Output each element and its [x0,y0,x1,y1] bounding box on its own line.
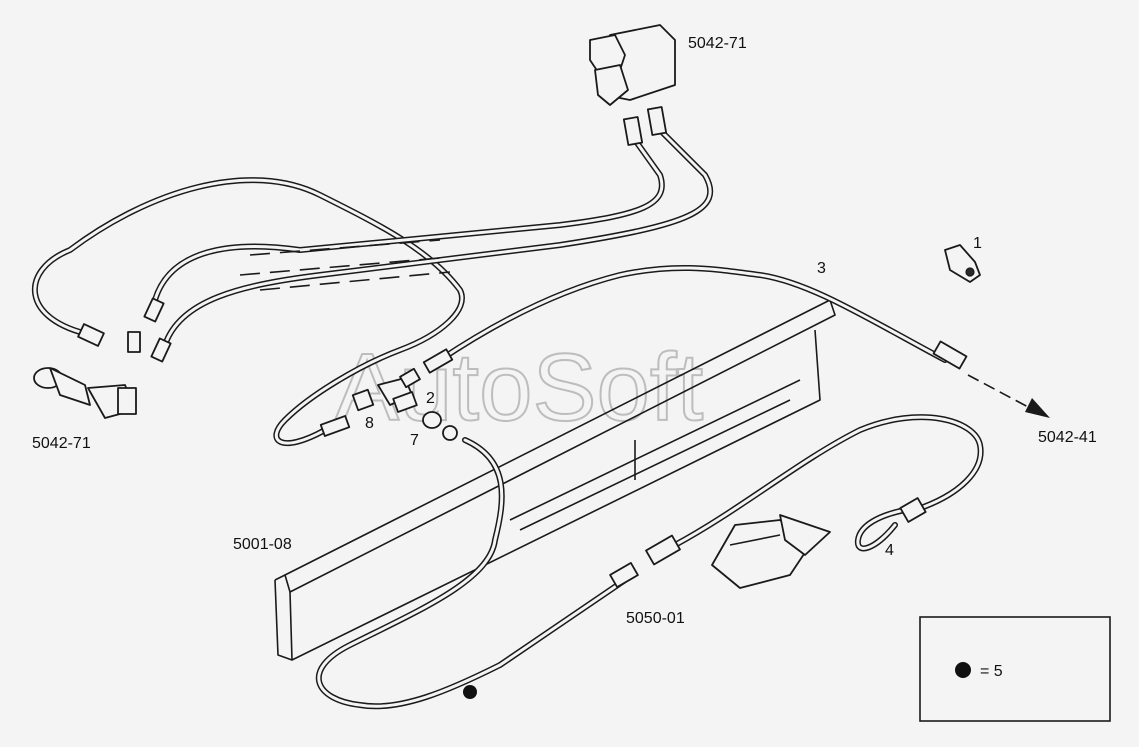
tee-fittings [319,348,458,441]
pipe-lower-loop [315,437,628,710]
frame-rail [274,299,836,661]
left-valve-part [33,297,172,419]
direction-arrow [967,374,1050,418]
label-5001-08: 5001-08 [233,536,292,553]
legend-text: = 5 [980,663,1003,680]
pipe-3 [437,264,948,363]
pipe-pair-to-top-valve [152,127,714,348]
callout-8: 8 [365,415,374,432]
sensor-block-part [711,514,831,589]
callout-7: 7 [410,432,419,449]
grease-point-dot [463,685,477,699]
right-fitting [932,340,968,370]
callout-2: 2 [426,390,435,407]
top-valve-part [589,24,676,146]
callout-3: 3 [817,260,826,277]
hidden-pipe-dashes [239,239,451,291]
lower-fittings [609,497,927,588]
label-5050-01: 5050-01 [626,610,685,627]
legend-box [919,616,1111,722]
legend-dot [955,662,971,678]
pipe-4-loop [672,414,984,552]
callout-1: 1 [973,235,982,252]
legend: = 5 [919,616,1111,722]
clamp-part-1 [944,244,981,283]
pipe-upper-loop [31,177,465,447]
callout-4: 4 [885,542,894,559]
label-5042-71-top: 5042-71 [688,35,747,52]
label-5042-41: 5042-41 [1038,429,1097,446]
label-5042-71-left: 5042-71 [32,435,91,452]
